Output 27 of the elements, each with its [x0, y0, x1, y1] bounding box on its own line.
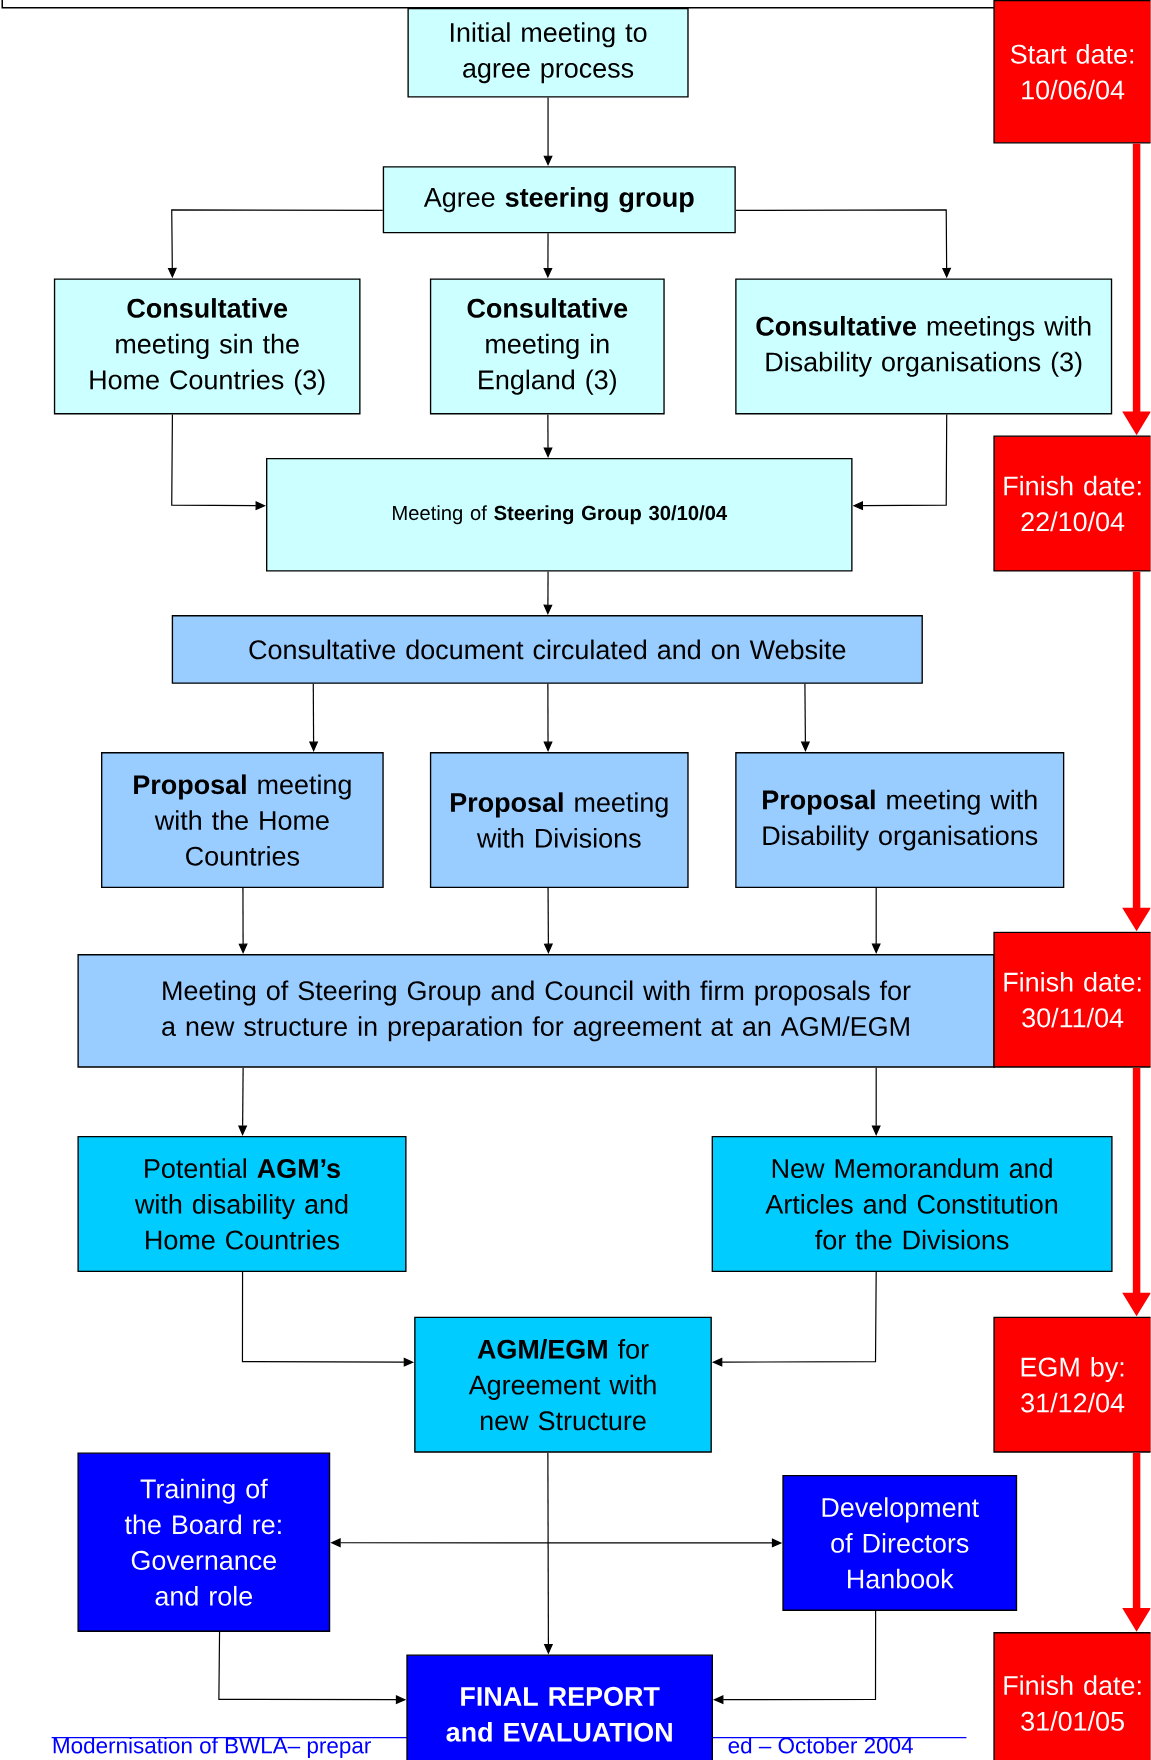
process-box: Proposal meeting with Divisions [430, 752, 689, 889]
process-box: Potential AGM’s with disability and Home Countries [77, 1135, 407, 1272]
arrow [309, 683, 319, 752]
arrow [801, 683, 811, 752]
process-box: Training of the Board re: Governance and role [77, 1452, 331, 1632]
process-box: Consultative document circulated and on Website [172, 615, 924, 684]
process-box: New Memorandum and Articles and Constitution for the Divisions [711, 1135, 1113, 1272]
arrow [543, 683, 553, 752]
process-box: Proposal meeting with Disability organisations [735, 752, 1065, 889]
date-box: Finish date: 30/11/04 [993, 931, 1151, 1068]
process-box: FINAL REPORT and EVALUATION [406, 1654, 714, 1760]
date-box: Finish date: 22/10/04 [993, 435, 1151, 572]
process-box: Consultative meeting in England (3) [430, 278, 665, 415]
date-box: Start date: 10/06/04 [993, 0, 1151, 144]
arrow [543, 413, 553, 458]
process-box: Initial meeting to agree process [407, 7, 689, 98]
process-box: Consultative meeting sin the Home Countries (3) [54, 278, 361, 415]
footer-text: Modernisation of BWLA– prepar [54, 1737, 372, 1758]
process-box: Agree steering group [383, 166, 737, 234]
process-box: Meeting of Steering Group and Council with firm proposals for a new structure in preparation for agreement at an AGM/EGM [77, 954, 995, 1068]
process-box: AGM/EGM for Agreement with new Structure [414, 1316, 713, 1453]
process-box: Development of Directors Hanbook [782, 1474, 1018, 1611]
date-box: Finish date: 31/01/05 [993, 1632, 1151, 1760]
process-box: Meeting of Steering Group 30/10/04 [266, 457, 853, 572]
process-box: Consultative meetings with Disability organisations (3) [735, 278, 1113, 415]
date-box: EGM by: 31/12/04 [993, 1316, 1151, 1453]
process-box: Proposal meeting with the Home Countries [101, 752, 384, 889]
